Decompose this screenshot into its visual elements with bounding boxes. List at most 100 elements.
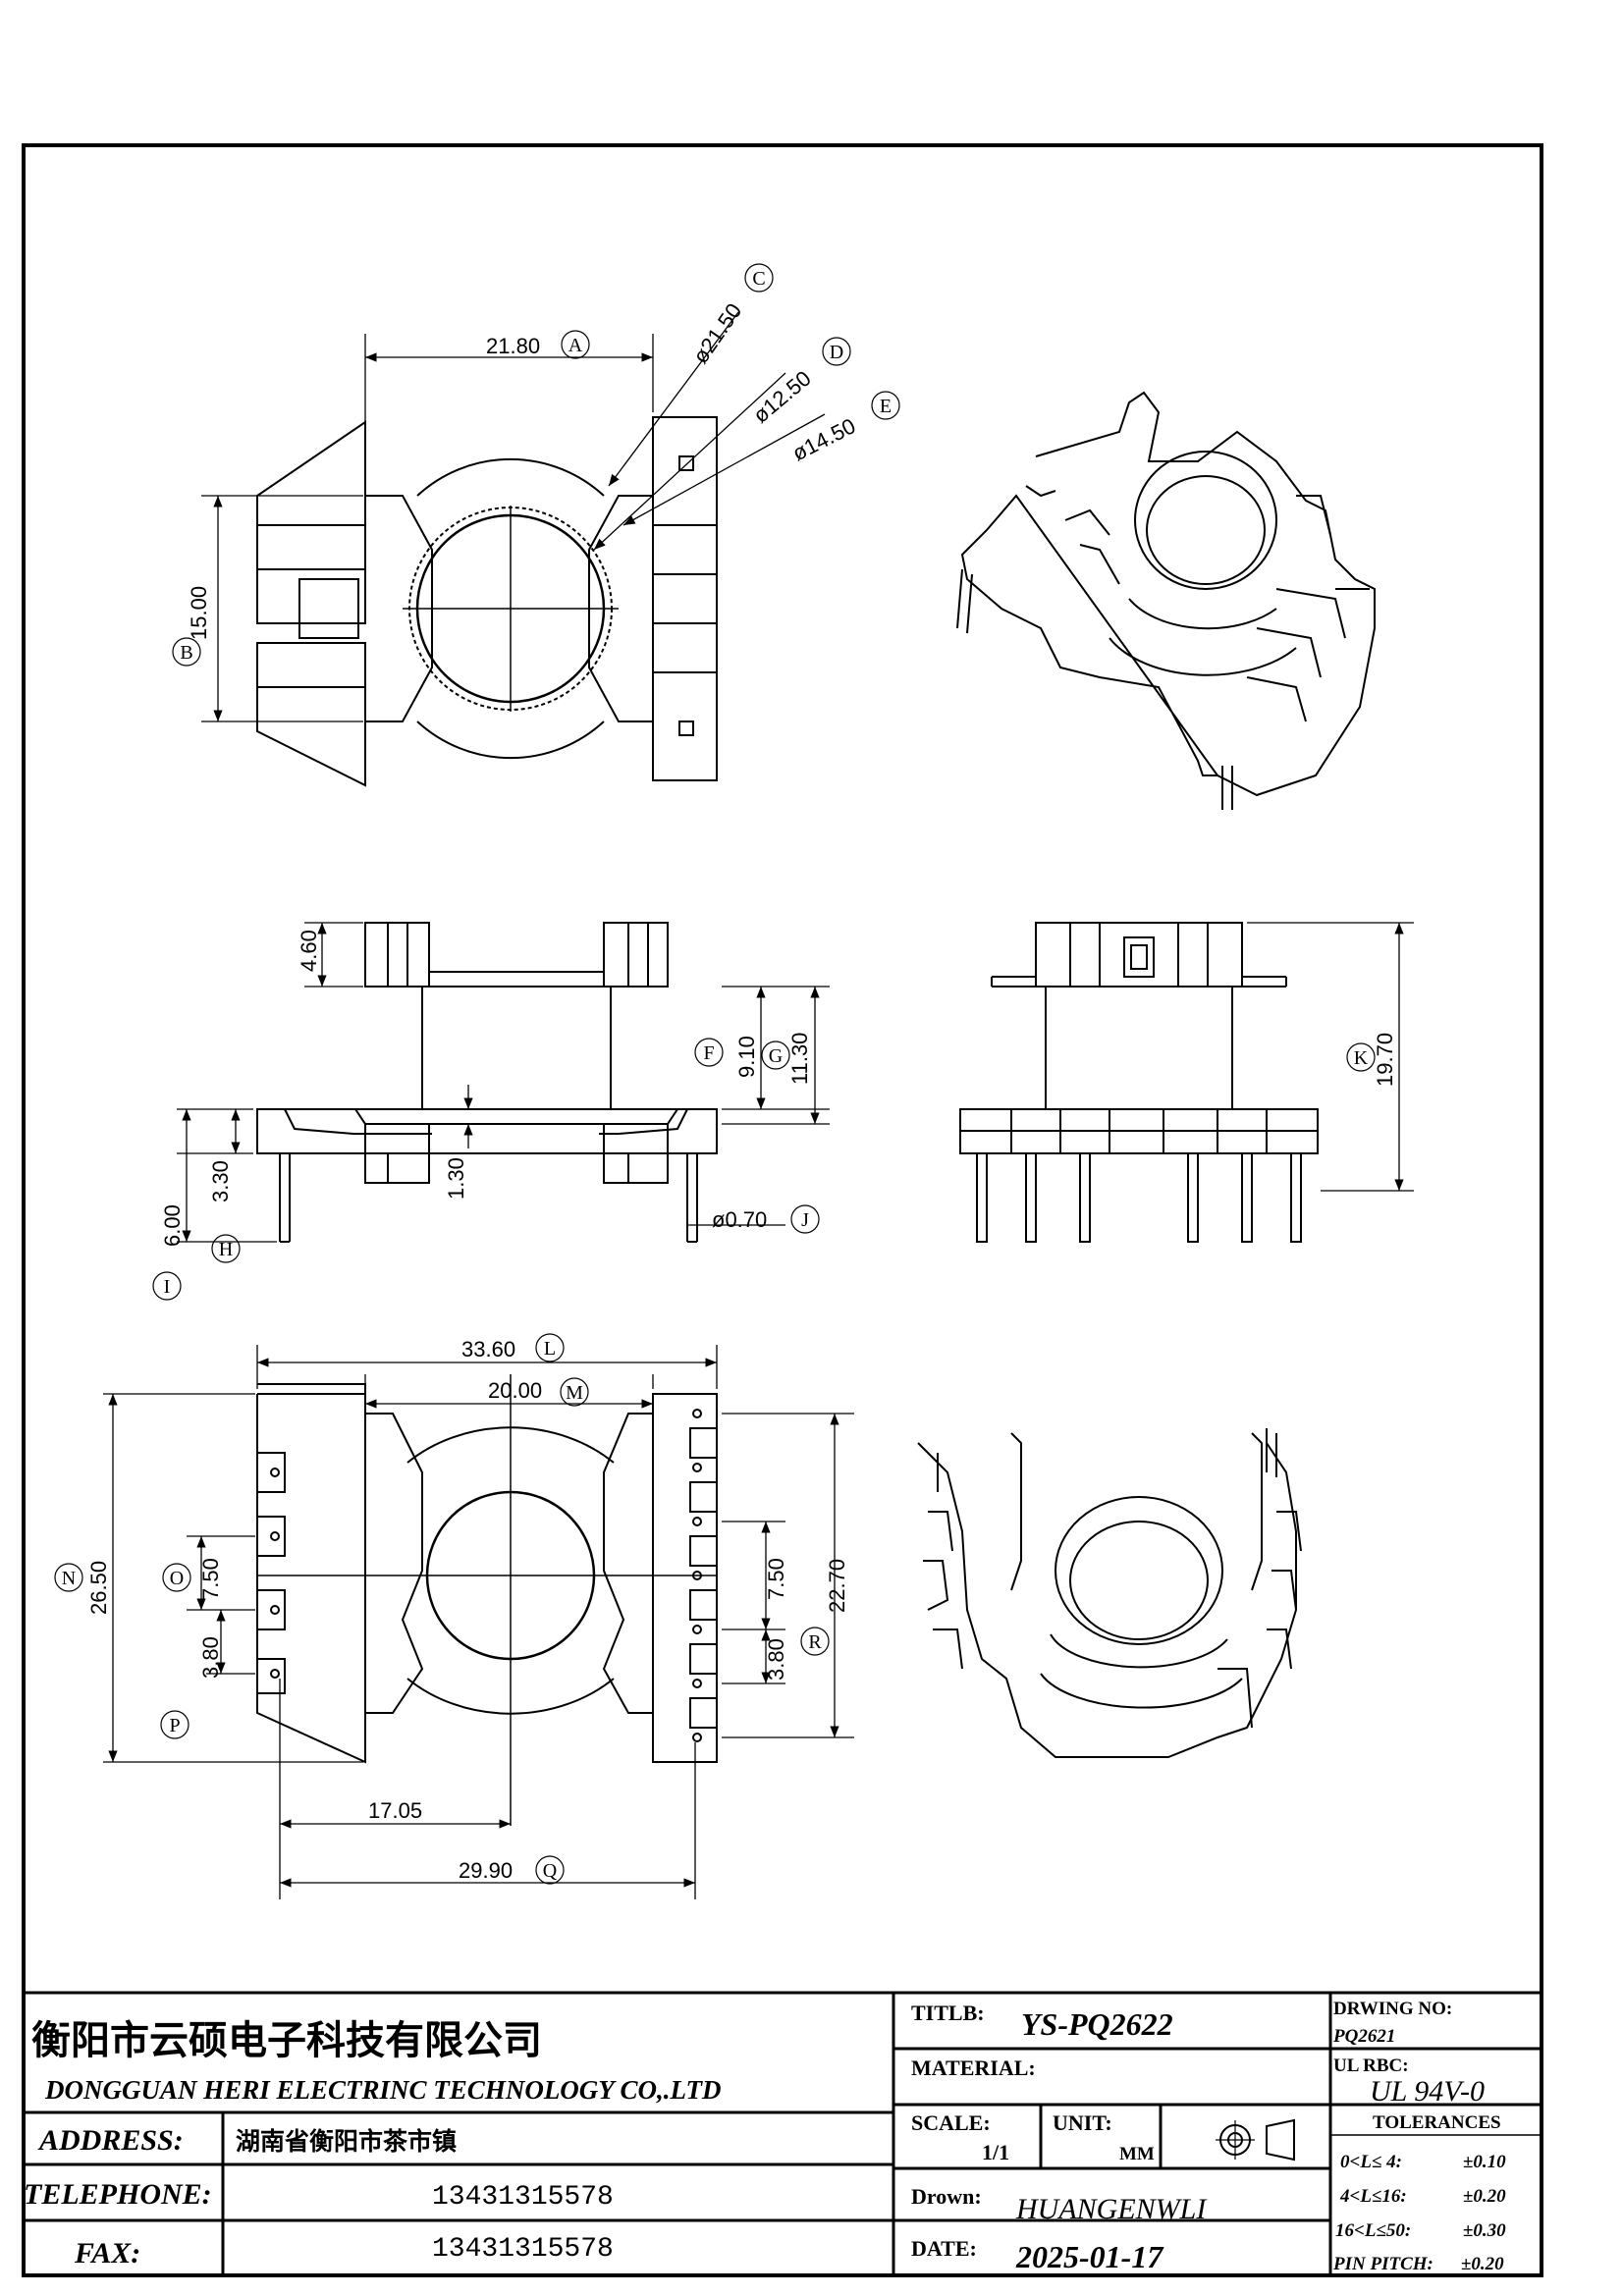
scale-label: SCALE: [911, 2110, 991, 2135]
pin-pitch-label: PIN PITCH: [1332, 2254, 1434, 2274]
drawn-label: Drown: [911, 2184, 982, 2209]
company-name-en: DONGGUAN HERI ELECTRINC TECHNOLOGY CO,.L… [44, 2075, 722, 2105]
dim-k-value: 19.70 [1373, 1033, 1397, 1087]
balloon-m-label: M [566, 1382, 583, 1404]
balloon-r-label: R [808, 1631, 822, 1653]
dim-h-value: 3.30 [208, 1160, 233, 1202]
dim-n-value: 26.50 [86, 1561, 111, 1615]
balloon-b [172, 637, 201, 667]
sheet-border [22, 143, 1543, 2277]
bottom-view [256, 1374, 718, 1826]
dim-q-value: 29.90 [459, 1858, 513, 1883]
title-value: YS-PQ2622 [1021, 2006, 1173, 2042]
scale-value: 1/1 [982, 2140, 1009, 2164]
side-view-dimensions [1247, 922, 1414, 1192]
balloon-j-label: J [801, 1209, 809, 1231]
dim-j-value: ø0.70 [712, 1207, 767, 1232]
front-view-dimensions [177, 922, 830, 1243]
balloon-g-label: G [769, 1045, 783, 1067]
tol2-range: 4<L≤16: [1339, 2186, 1407, 2207]
bottom-view-dimensions [103, 1345, 854, 1899]
date-label: DATE: [911, 2236, 977, 2261]
balloon-f-label: F [703, 1042, 714, 1064]
fax-value: 13431315578 [432, 2234, 614, 2265]
balloon-d [822, 337, 851, 366]
tolerances-label: TOLERANCES [1373, 2112, 1501, 2133]
unit-value: MM [1119, 2144, 1155, 2164]
dim-r2270-value: 22.70 [825, 1559, 849, 1613]
fax-label: FAX: [74, 2237, 140, 2269]
balloon-e-label: E [880, 396, 892, 417]
balloon-o-label: O [170, 1568, 184, 1589]
date-value: 2025-01-17 [1015, 2239, 1164, 2274]
address-label: ADDRESS: [37, 2124, 184, 2157]
tol1-value: ±0.10 [1463, 2152, 1506, 2172]
balloon-d-label: D [830, 342, 843, 363]
material-label: MATERIAL: [911, 2056, 1036, 2080]
balloon-k-label: K [1354, 1047, 1369, 1069]
dim-460-value: 4.60 [297, 930, 321, 972]
dim-p-value: 3.80 [198, 1636, 223, 1679]
side-view [959, 922, 1319, 1243]
dim-a-value: 21.80 [486, 334, 540, 358]
balloon-k [1346, 1042, 1376, 1072]
drawn-value: HUANGENWLI [1015, 2193, 1208, 2225]
top-view-dimensions [201, 311, 826, 722]
dim-f-value: 9.10 [734, 1036, 759, 1078]
dim-m-value: 20.00 [488, 1378, 542, 1403]
balloon-r [800, 1627, 830, 1656]
unit-label: UNIT: [1053, 2110, 1112, 2135]
ul-label: UL RBC: [1333, 2056, 1409, 2076]
balloon-g [761, 1041, 790, 1070]
dim-r750-value: 7.50 [764, 1558, 788, 1600]
tol1-range: 0<L≤ 4: [1340, 2152, 1402, 2172]
telephone-value: 13431315578 [432, 2182, 614, 2213]
balloon-l [535, 1333, 565, 1362]
balloon-e [871, 391, 900, 420]
balloon-i-label: I [164, 1276, 171, 1298]
top-view [256, 416, 718, 787]
pin-pitch-value: ±0.20 [1461, 2254, 1504, 2274]
balloon-o [162, 1563, 191, 1592]
dim-r380-value: 3.80 [764, 1638, 788, 1681]
projection-symbol [1216, 2118, 1295, 2162]
title-block [24, 1991, 1542, 2275]
balloon-m [560, 1377, 589, 1407]
dim-d-value: ø12.50 [748, 366, 816, 428]
balloon-p-label: P [169, 1715, 180, 1736]
isometric-view-bottom [917, 1428, 1302, 1758]
title-label: TITLB: [911, 2001, 985, 2025]
balloon-a-label: A [568, 335, 583, 356]
tol3-range: 16<L≤50: [1335, 2220, 1411, 2241]
dim-i-value: 6.00 [160, 1204, 185, 1247]
balloon-b-label: B [180, 642, 192, 664]
balloon-i [152, 1271, 182, 1301]
drawing-no-value: PQ2621 [1332, 2026, 1395, 2047]
dim-g-value: 11.30 [787, 1033, 812, 1085]
tol3-value: ±0.30 [1463, 2220, 1506, 2241]
balloon-h [211, 1234, 241, 1263]
balloon-q [535, 1855, 565, 1885]
dim-130-value: 1.30 [444, 1157, 468, 1200]
balloon-l-label: L [544, 1338, 556, 1360]
dim-o-value: 7.50 [198, 1558, 223, 1600]
front-view [256, 922, 718, 1243]
balloon-n [54, 1563, 83, 1592]
tol2-value: ±0.20 [1463, 2186, 1506, 2207]
balloon-n-label: N [62, 1568, 76, 1589]
company-name-cn: 衡阳市云硕电子科技有限公司 [31, 2018, 542, 2063]
dim-e-value: ø14.50 [788, 413, 859, 465]
drawing-no-label: DRWING NO: [1333, 1999, 1452, 2019]
balloon-p [160, 1710, 189, 1739]
dim-l-value: 33.60 [461, 1337, 515, 1362]
balloon-j [790, 1204, 820, 1234]
isometric-view-top [956, 391, 1376, 810]
balloon-c-label: C [752, 268, 765, 290]
balloon-f [694, 1038, 724, 1067]
balloon-c [744, 263, 774, 293]
dim-c-value: ø21.50 [688, 298, 747, 367]
telephone-label: TELEPHONE: [24, 2178, 212, 2211]
ul-value: UL 94V-0 [1370, 2075, 1485, 2108]
balloon-a [561, 330, 590, 359]
